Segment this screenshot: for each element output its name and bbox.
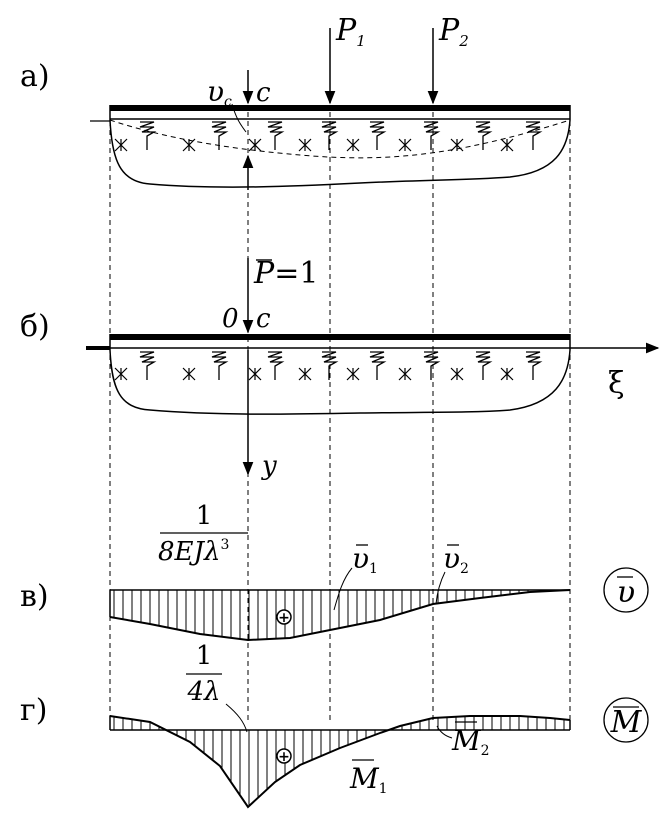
v2-label: υ2	[443, 542, 469, 577]
xi-axis-label: ξ	[608, 366, 625, 401]
soil-hatch-a	[114, 138, 514, 152]
m2-leader	[436, 725, 453, 739]
beam-a	[110, 105, 570, 111]
panel-b-label: б)	[20, 309, 50, 344]
p2-label: P2	[438, 13, 469, 50]
springs-a	[139, 121, 543, 150]
deflected-line	[109, 119, 571, 159]
soil-hatch-b	[114, 367, 514, 381]
panel-v: + 1 8EJλ3 υ1 υ2 в) υ	[20, 501, 649, 642]
deflection-badge: υ	[617, 575, 635, 610]
moment-sign-circle	[276, 748, 292, 764]
unit-load-label: P=1	[253, 256, 318, 291]
panel-g-label: г)	[20, 693, 47, 728]
p1-label: P1	[335, 13, 366, 50]
y-axis-label: y	[261, 451, 277, 481]
foundation-b	[109, 349, 571, 415]
moment-badge: M	[610, 705, 643, 740]
point-c-label: c	[256, 78, 271, 108]
moment-badge-circle	[603, 697, 649, 743]
panel-b: б) P=1 0 c ξ y	[20, 256, 660, 481]
moment-ordinate-leader	[225, 703, 248, 733]
m1-label: M1	[349, 762, 388, 797]
panel-a: а) υc c P1 P2	[20, 13, 571, 190]
foundation-a	[109, 119, 571, 188]
deflection-label: υc	[207, 75, 232, 110]
deflection-ordinate-den: 8EJλ3	[158, 537, 229, 567]
deflection-badge-circle	[603, 567, 649, 613]
panel-a-label: а)	[20, 59, 50, 94]
moment-hatch	[113, 716, 565, 807]
deflection-curve	[109, 589, 571, 642]
deflection-sign-circle	[276, 609, 292, 625]
point-c-label-b: c	[256, 304, 271, 334]
origin-label: 0	[222, 304, 239, 334]
deflection-leader	[231, 103, 247, 133]
deflection-sign: +	[278, 610, 290, 626]
deflection-ordinate-num: 1	[196, 501, 213, 531]
v2-leader	[435, 571, 446, 605]
panel-v-label: в)	[20, 579, 49, 614]
moment-ordinate-num: 1	[196, 641, 213, 671]
v1-label: υ1	[352, 542, 378, 577]
springs-b	[139, 351, 543, 380]
beam-b	[110, 334, 570, 340]
moment-curve	[109, 715, 571, 809]
moment-ordinate-den: 4λ	[186, 677, 220, 707]
moment-sign: +	[278, 749, 290, 765]
m2-label: M2	[451, 724, 490, 759]
panel-g: + 1 4λ M1 M2 г) M	[20, 641, 649, 809]
v1-leader	[333, 567, 353, 611]
